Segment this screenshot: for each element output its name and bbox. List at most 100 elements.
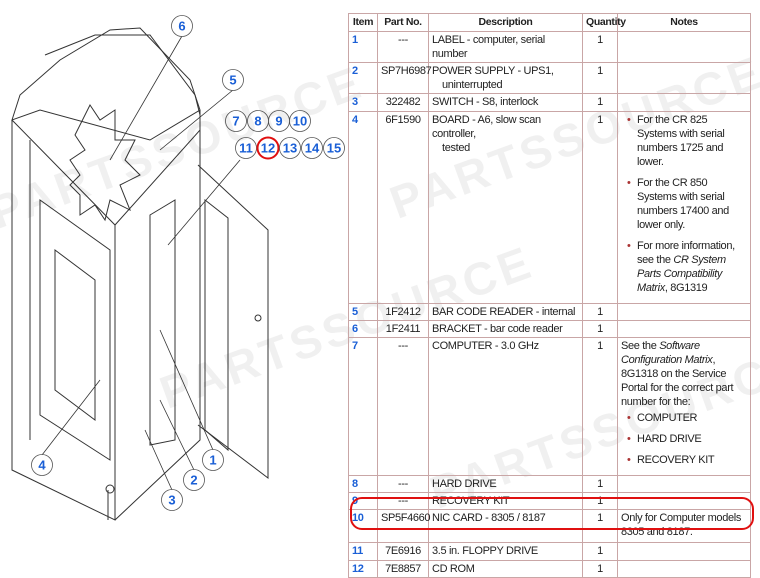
notes	[617, 560, 751, 578]
note-bullet: HARD DRIVE	[627, 432, 747, 446]
callout-label: 3	[168, 493, 175, 508]
quantity: 1	[582, 62, 618, 94]
callout-label: 12	[261, 141, 275, 156]
notes	[617, 320, 751, 338]
callout-label: 5	[229, 73, 236, 88]
item-number: 4	[348, 111, 378, 304]
note-bullet: RECOVERY KIT	[627, 453, 747, 467]
notes	[617, 303, 751, 321]
description: HARD DRIVE	[428, 475, 583, 493]
note-text: See the Software Configuration Matrix, 8…	[621, 340, 734, 408]
quantity: 1	[582, 337, 618, 476]
part-number: ---	[377, 475, 429, 493]
part-number: ---	[377, 492, 429, 510]
callout-label: 11	[239, 141, 253, 156]
callout-4: 4	[31, 454, 53, 476]
table-row: 1 --- LABEL - computer, serial number 1	[348, 31, 751, 63]
notes	[617, 475, 751, 493]
notes	[617, 492, 751, 510]
header-description: Description	[428, 13, 583, 32]
callout-2: 2	[183, 469, 205, 491]
quantity: 1	[582, 492, 618, 510]
table-row: 5 1F2412 BAR CODE READER - internal 1	[348, 303, 751, 321]
callout-circle	[183, 469, 205, 491]
item-number: 7	[348, 337, 378, 476]
description: RECOVERY KIT	[428, 492, 583, 510]
header-notes: Notes	[617, 13, 751, 32]
description: BOARD - A6, slow scan controller,tested	[428, 111, 583, 304]
table-header: Item Part No. Description Quantity Notes	[348, 13, 751, 32]
callout-circle	[225, 110, 247, 132]
note-bullet: For the CR 825 Systems with serial numbe…	[627, 113, 747, 169]
description: BAR CODE READER - internal	[428, 303, 583, 321]
notes	[617, 93, 751, 112]
callout-circle	[171, 15, 193, 37]
quantity: 1	[582, 31, 618, 63]
item-number: 12	[348, 560, 378, 578]
quantity: 1	[582, 542, 618, 561]
notes	[617, 62, 751, 94]
description: BRACKET - bar code reader	[428, 320, 583, 338]
callout-label: 15	[327, 141, 341, 156]
callout-circle	[323, 137, 345, 159]
item-number: 10	[348, 509, 378, 543]
callout-5: 5	[222, 69, 244, 91]
part-number: 1F2411	[377, 320, 429, 338]
callout-15: 15	[323, 137, 345, 159]
header-item: Item	[348, 13, 378, 32]
callout-14: 14	[301, 137, 323, 159]
description: LABEL - computer, serial number	[428, 31, 583, 63]
callout-label: 9	[275, 114, 282, 129]
quantity: 1	[582, 560, 618, 578]
description: NIC CARD - 8305 / 8187	[428, 509, 583, 543]
cabinet-drawing	[11, 27, 269, 521]
item-number: 6	[348, 320, 378, 338]
note-bullet: For more information, see the CR System …	[627, 239, 747, 295]
callout-10: 10	[289, 110, 311, 132]
callout-circle	[256, 136, 280, 160]
callout-circle	[161, 489, 183, 511]
notes	[617, 542, 751, 561]
item-number: 5	[348, 303, 378, 321]
table-row: 4 6F1590 BOARD - A6, slow scan controlle…	[348, 111, 751, 304]
callout-circle	[301, 137, 323, 159]
callout-6: 6	[171, 15, 193, 37]
table-row: 3 322482 SWITCH - S8, interlock 1	[348, 93, 751, 112]
header-part-no: Part No.	[377, 13, 429, 32]
item-number: 11	[348, 542, 378, 561]
callout-1: 1	[202, 449, 224, 471]
note-bullet: For the CR 850 Systems with serial numbe…	[627, 176, 747, 232]
quantity: 1	[582, 93, 618, 112]
header-quantity: Quantity	[582, 13, 626, 32]
callout-circle	[289, 110, 311, 132]
part-number: 1F2412	[377, 303, 429, 321]
part-number: 7E6916	[377, 542, 429, 561]
quantity: 1	[582, 320, 618, 338]
quantity: 1	[582, 475, 618, 493]
callout-11: 11	[235, 137, 257, 159]
notes: See the Software Configuration Matrix, 8…	[617, 337, 751, 476]
callout-circle	[31, 454, 53, 476]
callout-7: 7	[225, 110, 247, 132]
table-row: 7 --- COMPUTER - 3.0 GHz 1 See the Softw…	[348, 337, 751, 476]
table-row: 12 7E8857 CD ROM 1	[348, 560, 751, 578]
part-number: ---	[377, 31, 429, 63]
callout-9: 9	[268, 110, 290, 132]
item-number: 3	[348, 93, 378, 112]
starburst-detail	[69, 104, 141, 222]
callout-12: 12	[256, 136, 280, 160]
notes: For the CR 825 Systems with serial numbe…	[617, 111, 751, 304]
part-number: SP7H6987	[377, 62, 432, 94]
callout-label: 6	[178, 19, 185, 34]
note-bullet: COMPUTER	[627, 411, 747, 425]
table-row: 10 SP5F4660 NIC CARD - 8305 / 8187 1 Onl…	[348, 509, 751, 543]
quantity: 1	[582, 111, 618, 304]
item-number: 9	[348, 492, 378, 510]
callout-label: 4	[38, 458, 46, 473]
callout-label: 8	[254, 114, 261, 129]
callout-circle	[279, 137, 301, 159]
callout-label: 2	[190, 473, 197, 488]
table-row: 11 7E6916 3.5 in. FLOPPY DRIVE 1	[348, 542, 751, 561]
